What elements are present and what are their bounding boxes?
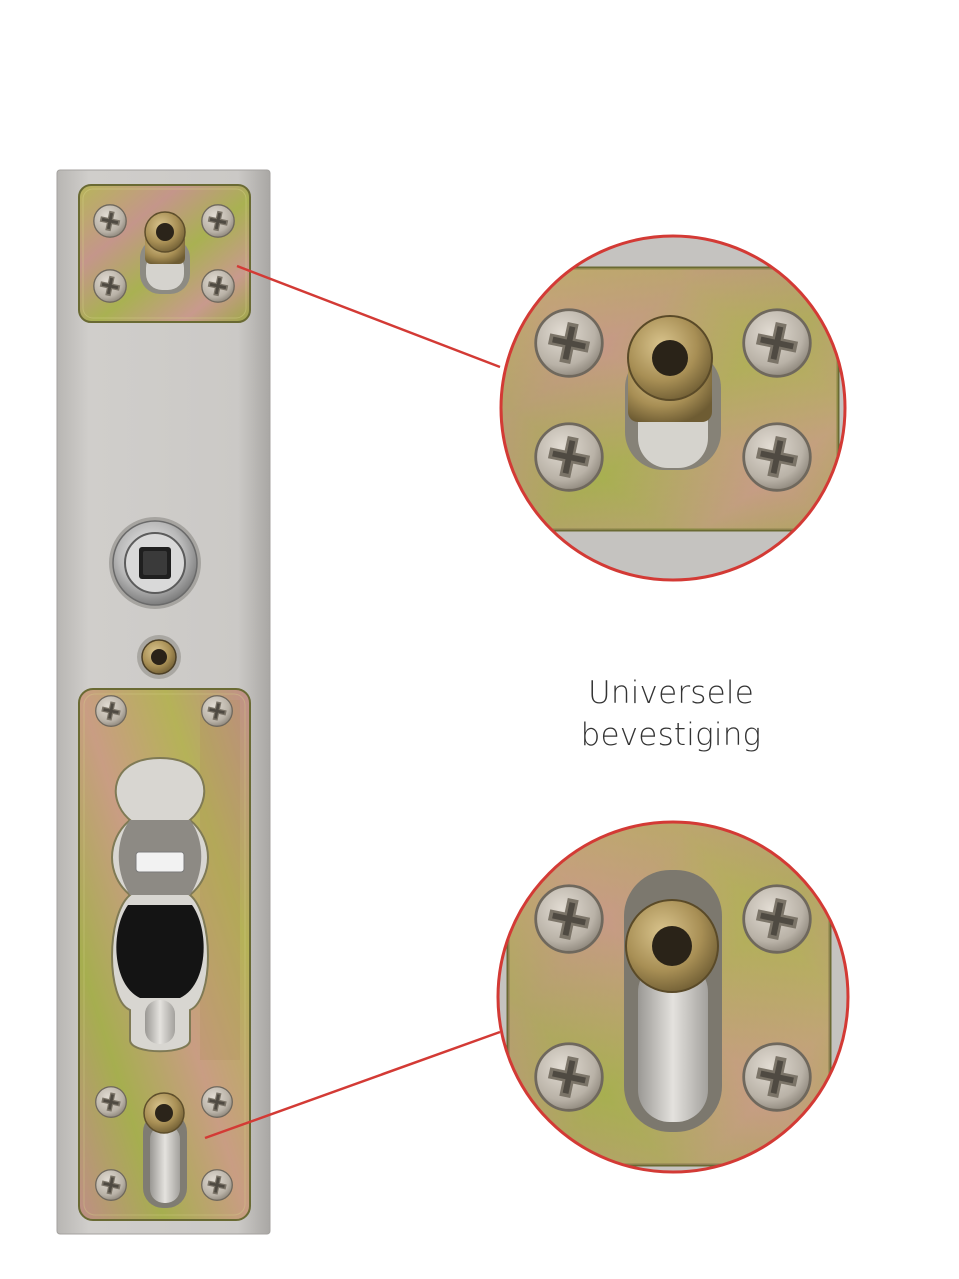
phillips-screw-icon [534,884,604,954]
phillips-screw-icon [742,422,812,492]
zoom-callout-bottom [496,820,850,1174]
threaded-pin-icon [137,635,181,679]
phillips-screw-icon [95,1086,127,1118]
keyhole-icon [111,756,209,1053]
phillips-screw-icon [742,308,812,378]
spindle-follower [109,517,201,609]
phillips-screw-icon [201,269,235,303]
caption-line-2: bevestiging [580,717,762,753]
phillips-screw-icon [534,1042,604,1112]
bottom-mounting-plate [78,688,251,1221]
phillips-screw-icon [534,422,604,492]
phillips-screw-icon [201,1086,233,1118]
threaded-pin-icon [143,1092,185,1134]
threaded-pin-icon [144,211,186,264]
caption-line-1: Universele [587,675,755,711]
phillips-screw-icon [534,308,604,378]
phillips-screw-icon [201,204,235,238]
phillips-screw-icon [93,269,127,303]
phillips-screw-icon [93,204,127,238]
phillips-screw-icon [95,695,127,727]
phillips-screw-icon [95,1169,127,1201]
callout-line-top [236,264,501,369]
phillips-screw-icon [742,1042,812,1112]
phillips-screw-icon [201,1169,233,1201]
phillips-screw-icon [742,884,812,954]
zoom-callout-top [499,234,847,582]
callout-line-bottom [204,1030,501,1140]
caption: Universele bevestiging [540,672,802,756]
top-mounting-plate [78,184,251,323]
phillips-screw-icon [201,695,233,727]
